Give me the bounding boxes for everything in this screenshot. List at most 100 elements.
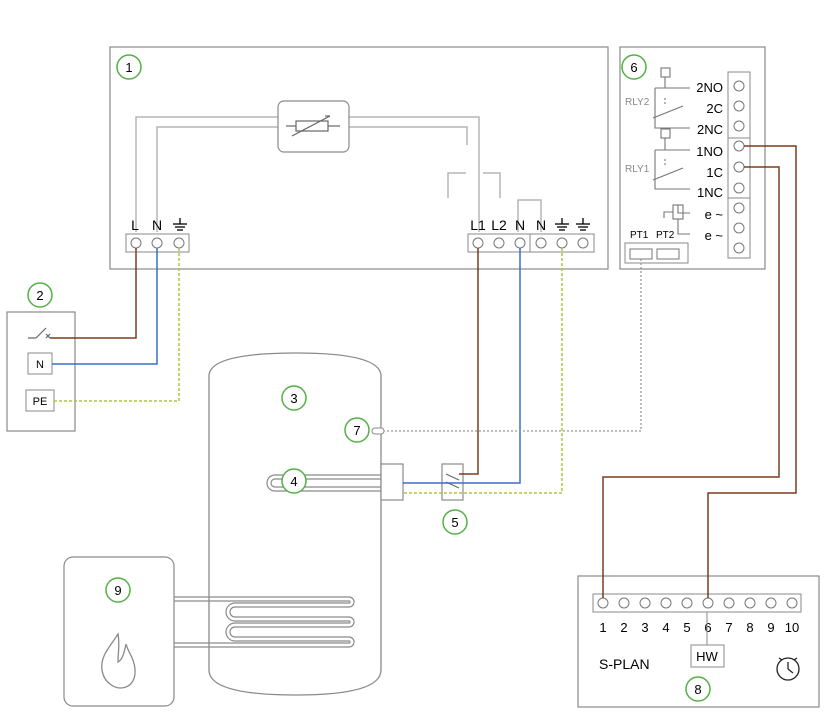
wc-terminal-label: 1 (599, 620, 606, 635)
relay-terminal-2c: 2C (706, 101, 723, 116)
callout-8 (685, 676, 711, 702)
relay-2 (652, 67, 690, 129)
callout-9 (105, 577, 131, 603)
callout-5 (442, 509, 468, 535)
terminal-l (130, 237, 142, 249)
terminal-n (151, 237, 163, 249)
boiler-box (63, 556, 175, 707)
pt1-terminal (629, 248, 653, 260)
cylinder-coil (174, 596, 355, 648)
wc-terminal-label: 2 (620, 620, 627, 635)
terminal-n1 (514, 237, 526, 249)
neutral-wires (52, 248, 521, 484)
sensor-pocket (371, 427, 385, 435)
wc-terminal-1 (597, 597, 609, 609)
earth-icon (173, 218, 187, 231)
isolator-n-label: N (36, 359, 44, 371)
wc-terminal-label: 5 (683, 620, 690, 635)
relay-terminal-e2-screw (733, 222, 745, 234)
thermistor-icon (277, 100, 350, 153)
callout-6 (621, 54, 647, 80)
wc-terminal-label: 7 (725, 620, 732, 635)
relay-terminal-2c-screw (733, 100, 745, 112)
terminal-l1 (472, 237, 484, 249)
wc-terminal-9 (765, 597, 777, 609)
wc-terminal-label: 8 (746, 620, 753, 635)
wc-terminal-6 (702, 597, 714, 609)
relay-terminal-e1-screw (733, 202, 745, 214)
isolator-pe-label: PE (33, 396, 48, 408)
callout-6-label: 6 (630, 60, 637, 75)
terminal-label-l1: L1 (470, 217, 486, 233)
wc-terminal-label: 10 (785, 620, 799, 635)
relay-terminal-1no: 1NO (696, 144, 723, 159)
flame-icon (101, 632, 136, 689)
callout-3-label: 3 (290, 391, 297, 406)
wc-terminal-5 (681, 597, 693, 609)
s-plan-label: S-PLAN (599, 656, 650, 672)
relay-2-label: RLY2 (625, 97, 650, 108)
callout-5-label: 5 (451, 515, 458, 530)
wc-terminal-10 (786, 597, 798, 609)
wc-terminal-2 (618, 597, 630, 609)
pt1-label: PT1 (630, 230, 649, 241)
relay-terminal-1c-screw (733, 161, 745, 173)
relay-terminal-1nc-screw (733, 182, 745, 194)
relay-terminal-e2: e ~ (705, 228, 724, 243)
terminal-label-l: L (131, 217, 139, 233)
pt2-terminal (656, 248, 680, 260)
callout-7 (344, 417, 370, 443)
relay-terminal-e3-screw (733, 242, 745, 254)
terminal-label-n2: N (536, 217, 546, 233)
callout-8-label: 8 (694, 682, 701, 697)
wc-terminal-label: 3 (641, 620, 648, 635)
earth-icon (555, 218, 569, 231)
terminal-earth-2 (577, 237, 589, 249)
relay-terminal-e1: e ~ (705, 207, 724, 222)
relay-terminal-1c: 1C (706, 165, 723, 180)
wc-terminal-label: 4 (662, 620, 669, 635)
terminal-l2 (493, 237, 505, 249)
terminal-label-n: N (152, 217, 162, 233)
relay-terminal-2no: 2NO (696, 80, 723, 95)
earth-wires (54, 248, 563, 494)
terminal-label-n1: N (515, 217, 525, 233)
callout-1-label: 1 (125, 60, 132, 75)
hot-water-cylinder (208, 352, 382, 696)
wc-terminal-4 (660, 597, 672, 609)
controller-box (109, 46, 609, 270)
earth-icon (576, 218, 590, 231)
callout-4-label: 4 (290, 474, 297, 489)
wc-terminal-8 (744, 597, 756, 609)
relay-1-label: RLY1 (625, 164, 650, 175)
wc-terminal-label: 9 (767, 620, 774, 635)
callout-7-label: 7 (353, 423, 360, 438)
cylinder-thermostat (441, 463, 464, 501)
immersion-heater (266, 463, 404, 501)
callout-9-label: 9 (114, 583, 121, 598)
live-wires (50, 145, 797, 598)
sensor-cable (384, 259, 642, 432)
terminal-n2 (535, 237, 547, 249)
wc-terminal-3 (639, 597, 651, 609)
callout-2-label: 2 (36, 288, 43, 303)
switch-icon (28, 327, 51, 339)
relay-terminal-2nc-screw (733, 120, 745, 132)
relay-terminal-1no-screw (733, 140, 745, 152)
terminal-earth (173, 237, 185, 249)
wc-terminal-label: 6 (704, 620, 711, 635)
terminal-label-l2: L2 (491, 217, 507, 233)
relay-terminal-2no-screw (733, 80, 745, 92)
hw-label: HW (696, 649, 718, 664)
pt2-label: PT2 (656, 230, 675, 241)
terminal-earth-1 (556, 237, 568, 249)
relay-1 (652, 128, 690, 190)
clock-icon (776, 657, 800, 681)
callout-3 (281, 385, 307, 411)
callout-1 (116, 54, 142, 80)
callout-4 (281, 468, 307, 494)
relay-terminal-2nc: 2NC (697, 122, 723, 137)
relay-terminal-1nc: 1NC (697, 185, 723, 200)
coil-icon (663, 204, 690, 235)
